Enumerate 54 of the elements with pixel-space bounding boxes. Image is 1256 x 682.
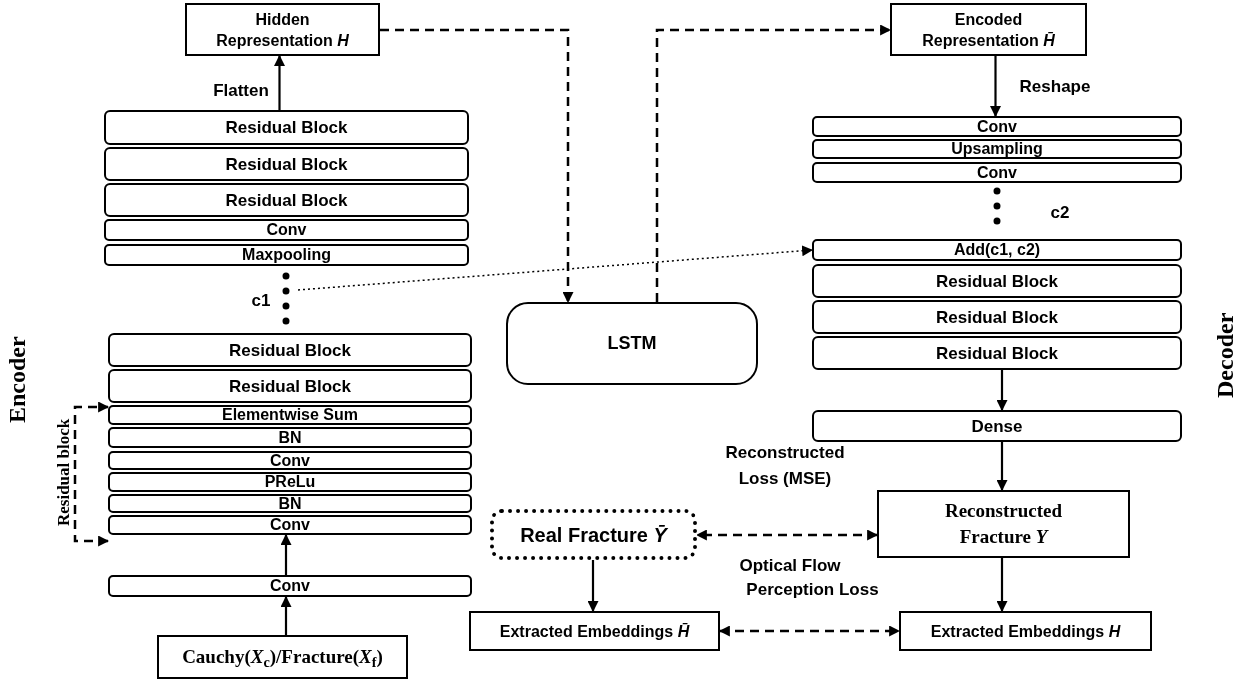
layer-box: Upsampling bbox=[812, 139, 1182, 159]
continuation-dots bbox=[282, 272, 290, 327]
arrow bbox=[990, 56, 1001, 118]
process-box: Encoded Representation H̄ bbox=[890, 3, 1087, 56]
layer-box: Residual Block bbox=[104, 183, 469, 217]
arrow bbox=[280, 595, 292, 635]
layer-box: Residual Block bbox=[108, 369, 472, 403]
process-box: Extracted Embeddings H bbox=[899, 611, 1152, 651]
arrow bbox=[297, 245, 814, 291]
layer-box: Conv bbox=[812, 162, 1182, 183]
layer-box: Residual Block bbox=[104, 147, 469, 181]
edge-label: Flatten bbox=[212, 80, 270, 102]
layer-box: Residual Block bbox=[812, 264, 1182, 298]
layer-box: Conv bbox=[104, 219, 469, 241]
edge-label: Residual block bbox=[53, 417, 75, 529]
layer-box: PReLu bbox=[108, 472, 472, 492]
process-box: Cauchy(X$_{c}$)/Fracture(X$_{f}$) bbox=[157, 635, 408, 679]
arrow bbox=[996, 558, 1008, 613]
arrow bbox=[73, 401, 110, 547]
layer-box: Conv bbox=[812, 116, 1182, 137]
arrow bbox=[587, 560, 599, 613]
annotation-label: Optical Flow bbox=[738, 556, 842, 576]
layer-box: Residual Block bbox=[108, 333, 472, 367]
layer-box: Elementwise Sum bbox=[108, 405, 472, 425]
edge-label: c2 bbox=[1049, 202, 1071, 224]
section-label: Decoder bbox=[1211, 311, 1239, 400]
process-box: Extracted Embeddings H̄ bbox=[469, 611, 720, 651]
layer-box: Conv bbox=[108, 515, 472, 535]
layer-box: BN bbox=[108, 427, 472, 448]
process-box: Hidden Representation H bbox=[185, 3, 380, 56]
arrow bbox=[695, 529, 879, 541]
process-box: Reconstructed Fracture Y bbox=[877, 490, 1130, 558]
arrow bbox=[996, 442, 1008, 492]
layer-box: Residual Block bbox=[812, 336, 1182, 370]
layer-box: Residual Block bbox=[104, 110, 469, 145]
arrow bbox=[380, 28, 574, 304]
layer-box: Residual Block bbox=[812, 300, 1182, 334]
layer-box: Conv bbox=[108, 575, 472, 597]
layer-box: Conv bbox=[108, 451, 472, 470]
section-label: Encoder bbox=[3, 335, 31, 426]
edge-label: Reconstructed Loss (MSE) bbox=[724, 442, 846, 490]
arrow bbox=[655, 24, 892, 302]
edge-label: c1 bbox=[250, 290, 272, 312]
edge-label: Reshape bbox=[1018, 76, 1092, 98]
layer-box: Maxpooling bbox=[104, 244, 469, 266]
rounded-box: LSTM bbox=[506, 302, 758, 385]
arrow bbox=[280, 533, 292, 575]
arrow bbox=[996, 370, 1008, 412]
arrow bbox=[274, 54, 285, 110]
layer-box: BN bbox=[108, 494, 472, 513]
layer-box: Dense bbox=[812, 410, 1182, 442]
layer-box: Add(c1, c2) bbox=[812, 239, 1182, 261]
dotted-box: Real Fracture Ȳ bbox=[490, 509, 697, 560]
edge-label: Perception Loss bbox=[745, 580, 880, 600]
